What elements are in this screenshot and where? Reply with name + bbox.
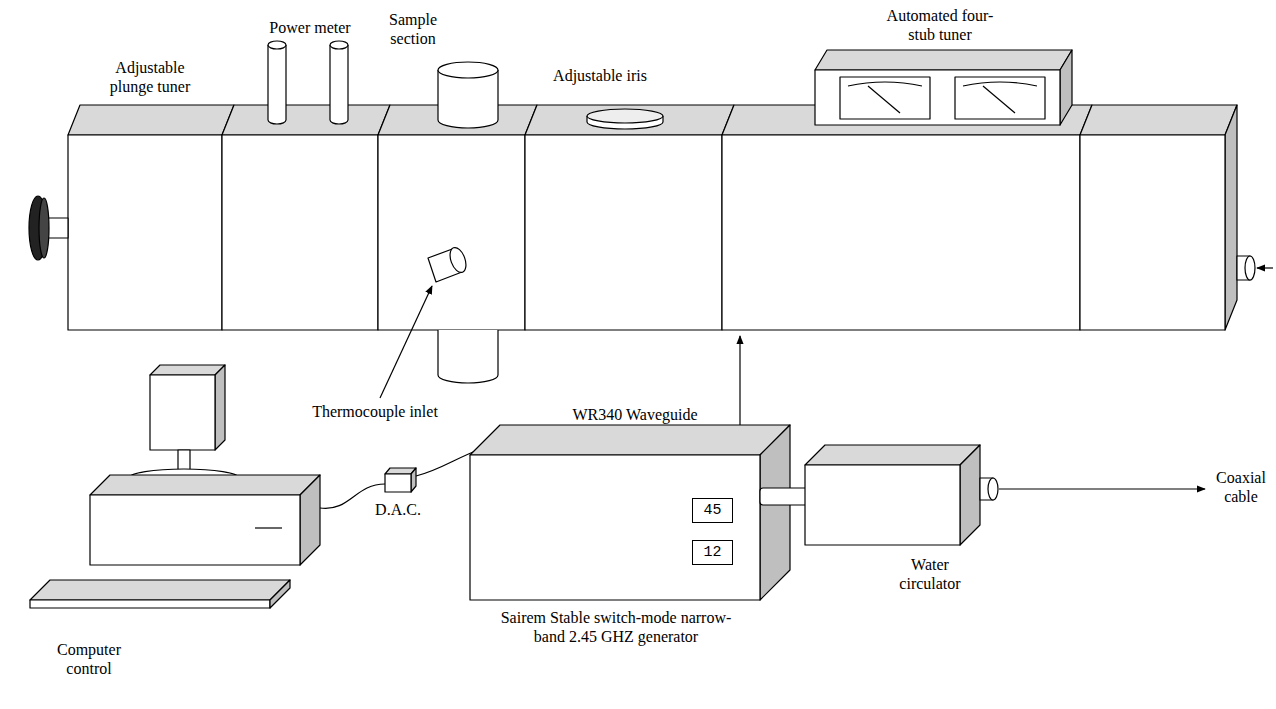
waveguide-input-connector	[1237, 256, 1255, 280]
water-pipe	[760, 488, 810, 505]
power-meter-probe	[268, 41, 348, 124]
power-meter-probe	[268, 45, 286, 124]
thermocouple-inlet	[428, 245, 469, 282]
computer	[90, 475, 320, 495]
part-label: D.A.C.	[368, 500, 428, 519]
generator-box	[470, 425, 790, 600]
computer	[30, 365, 320, 608]
iris-disc	[587, 109, 663, 123]
waveguide-top	[68, 105, 234, 135]
four-stub-tuner	[815, 50, 1072, 70]
four-stub-tuner	[983, 86, 1015, 113]
computer	[270, 580, 290, 608]
waveguide-section	[222, 135, 378, 330]
apparatus-illustration	[29, 41, 1273, 608]
waveguide-section	[1080, 135, 1225, 330]
dac-box	[385, 468, 416, 492]
generator-box	[470, 425, 790, 455]
water-circulator-box	[805, 445, 998, 545]
display-readout: 45	[692, 498, 733, 523]
part-label: Water circulator	[890, 555, 970, 593]
sample-cylinder	[438, 70, 498, 128]
generator-box	[470, 455, 760, 600]
computer	[90, 495, 300, 565]
thermocouple-inlet	[447, 245, 469, 274]
power-meter-probe	[330, 41, 348, 49]
waveguide-input-connector	[1245, 256, 1255, 280]
computer	[30, 600, 270, 608]
power-meter-probe	[268, 41, 286, 49]
part-label: Coaxial cable	[1210, 468, 1272, 506]
four-stub-tuner	[868, 86, 900, 113]
waveguide-leader	[739, 336, 740, 425]
four-stub-tuner	[848, 82, 922, 86]
part-label: Adjustable iris	[530, 66, 670, 85]
generator-box	[760, 425, 790, 600]
computer	[30, 580, 290, 600]
display-readout: 12	[692, 540, 733, 565]
coaxial-arrow	[999, 488, 1205, 489]
part-label: Adjustable plunge tuner	[100, 58, 200, 96]
waveguide-section	[68, 135, 222, 330]
part-label: Automated four-stub tuner	[880, 6, 1000, 44]
four-stub-tuner	[840, 77, 930, 119]
sample-cylinder	[438, 62, 498, 383]
sample-cylinder	[438, 330, 498, 383]
four-stub-tuner	[1060, 50, 1072, 125]
computer	[215, 365, 225, 450]
water-circulator-box	[805, 465, 960, 545]
part-label: Power meter	[245, 18, 375, 37]
computer	[300, 475, 320, 565]
four-stub-tuner	[955, 77, 1045, 119]
part-label: Sample section	[380, 10, 446, 48]
computer	[150, 365, 225, 375]
sample-cylinder	[438, 62, 498, 78]
four-stub-tuner	[815, 50, 1072, 125]
waveguide-section	[722, 135, 1080, 330]
water-circulator-box	[805, 445, 980, 465]
computer	[150, 375, 215, 450]
plunge-tuner-knob	[29, 196, 68, 260]
waveguide-top	[525, 105, 734, 135]
part-label: WR340 Waveguide	[545, 405, 725, 424]
waveguide-section	[378, 135, 525, 330]
iris-disc	[587, 109, 663, 129]
waveguide-top	[222, 105, 390, 135]
display-digits: 12	[693, 544, 732, 561]
water-circulator-box	[988, 478, 998, 500]
waveguide-side	[1225, 105, 1237, 330]
waveguide-section	[525, 135, 722, 330]
dac-box	[411, 468, 416, 492]
waveguide-top	[1080, 105, 1237, 135]
input-arrow	[1257, 267, 1273, 268]
display-digits: 45	[693, 502, 732, 519]
plunge-tuner-knob	[39, 198, 49, 258]
computer	[255, 527, 282, 528]
power-meter-probe	[330, 45, 348, 124]
four-stub-tuner	[963, 82, 1037, 86]
part-label: Sairem Stable switch-mode narrow-band 2.…	[497, 608, 735, 646]
part-label: Thermocouple inlet	[290, 402, 460, 421]
water-circulator-box	[960, 445, 980, 545]
dac-box	[385, 474, 411, 492]
waveguide-section	[68, 135, 1225, 330]
part-label: Computer control	[46, 640, 132, 678]
four-stub-tuner	[815, 70, 1060, 125]
thermocouple-leader	[380, 286, 432, 398]
